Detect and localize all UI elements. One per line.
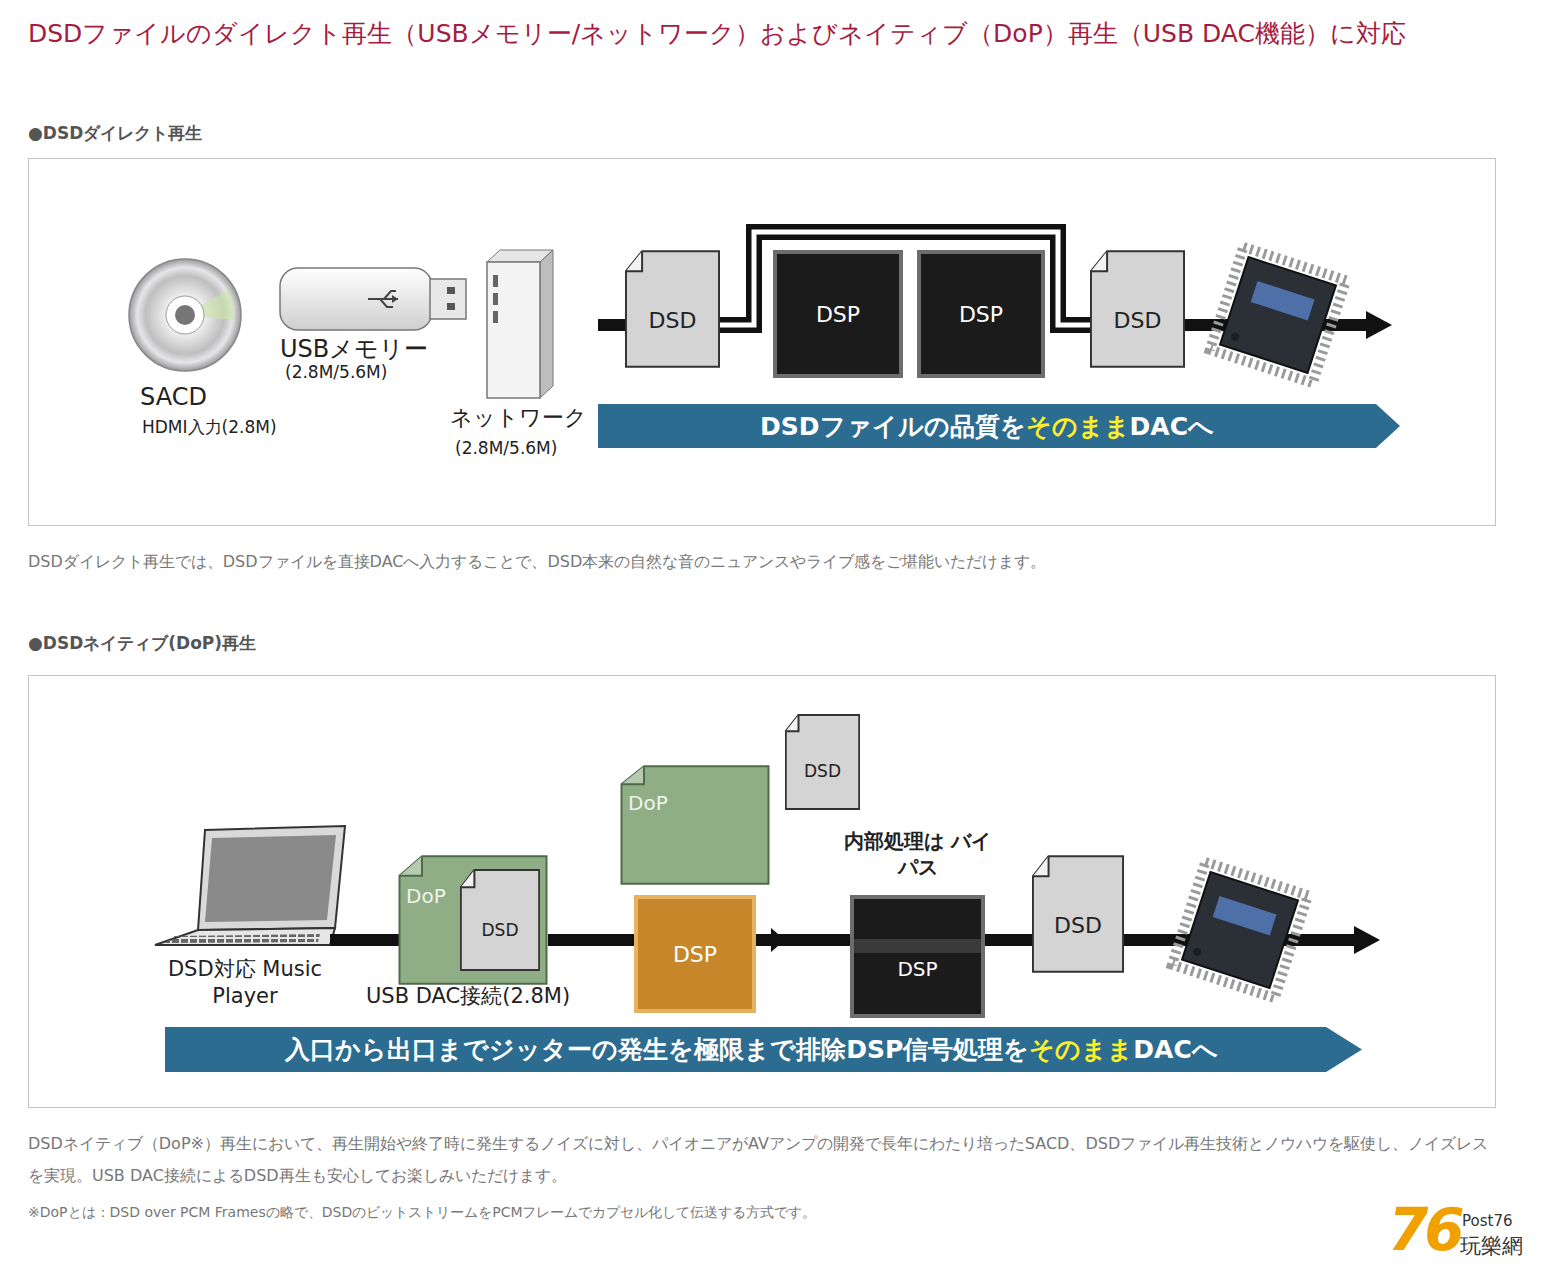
file-label: DSD xyxy=(1032,913,1124,938)
processor-label: DSP xyxy=(673,942,717,967)
bypass-heading: 内部処理は バイパス xyxy=(840,828,995,880)
source-label: USB DAC接続(2.8M) xyxy=(366,982,570,1010)
caption-text: DSDネイティブ（DoP※）再生において、再生開始や終了時に発生するノイズに対し… xyxy=(28,1128,1496,1192)
dsporange-node: DSP xyxy=(634,895,756,1013)
file-label: DSD xyxy=(785,761,860,781)
source-label: ネットワーク xyxy=(450,403,587,433)
doc-node: DSD xyxy=(1090,250,1185,368)
source-label: SACD xyxy=(140,383,207,411)
doc-node: DSD xyxy=(625,250,720,368)
band-text: 入口から出口までジッターの発生を極限まで排除DSP信号処理を xyxy=(285,1033,1029,1066)
connector xyxy=(756,940,850,941)
watermark: 76 xyxy=(1388,1196,1461,1264)
doc-node: DSD xyxy=(460,869,540,971)
dop-node: DoP xyxy=(620,765,770,885)
processor-label: DSP xyxy=(850,957,985,981)
dsp-node: DSP xyxy=(917,250,1045,378)
band-node: DSDファイルの品質をそのままDACへ xyxy=(598,404,1400,448)
band-node: 入口から出口までジッターの発生を極限まで排除DSP信号処理をそのままDACへ xyxy=(165,1027,1362,1072)
section-heading: ●DSDダイレクト再生 xyxy=(28,122,202,145)
format-label: DoP xyxy=(628,791,668,815)
bypass-gap xyxy=(854,939,981,953)
doc-node: DSD xyxy=(785,714,860,810)
processor-label: DSP xyxy=(816,302,860,327)
file-label: DSD xyxy=(625,308,720,333)
watermark: Post76 xyxy=(1462,1212,1512,1230)
band-text-row: 入口から出口までジッターの発生を極限まで排除DSP信号処理をそのままDACへ xyxy=(165,1027,1338,1072)
watermark: 玩樂網 xyxy=(1460,1232,1523,1260)
caption-text: DSDダイレクト再生では、DSDファイルを直接DACへ入力することで、DSD本来… xyxy=(28,552,1498,573)
format-label: DoP xyxy=(406,884,446,908)
file-label: DSD xyxy=(1090,308,1185,333)
footnote: ※DoPとは：DSD over PCM Framesの略で、DSDのビットストリ… xyxy=(28,1204,817,1222)
processor-label: DSP xyxy=(959,302,1003,327)
band-text: そのまま xyxy=(1029,1033,1133,1066)
doc-node: DSD xyxy=(1032,855,1124,973)
file-label: DSD xyxy=(460,920,540,940)
section-heading: ●DSDネイティブ(DoP)再生 xyxy=(28,632,256,655)
band-text-row: DSDファイルの品質をそのままDACへ xyxy=(598,404,1376,448)
band-text: そのまま xyxy=(1026,410,1130,443)
band-text: DSDファイルの品質を xyxy=(760,410,1026,443)
source-label: DSD対応 Music Player xyxy=(150,956,340,1010)
source-note: (2.8M/5.6M) xyxy=(285,362,387,382)
connector xyxy=(548,940,634,941)
page-title: DSDファイルのダイレクト再生（USBメモリー/ネットワーク）およびネイティブ（… xyxy=(28,14,1508,54)
bypass-node: 内部処理は バイパスDSP xyxy=(850,828,985,1018)
source-label: USBメモリー xyxy=(280,333,428,365)
dop-shape xyxy=(620,765,770,885)
connector xyxy=(985,940,1032,941)
band-text: DACへ xyxy=(1133,1033,1217,1066)
band-text: DACへ xyxy=(1130,410,1214,443)
source-note: HDMI入力(2.8M) xyxy=(142,416,277,439)
source-note: (2.8M/5.6M) xyxy=(455,438,557,458)
processor-box xyxy=(850,895,985,1018)
dsp-node: DSP xyxy=(773,250,903,378)
dop-node: DoP DSD xyxy=(398,855,548,985)
